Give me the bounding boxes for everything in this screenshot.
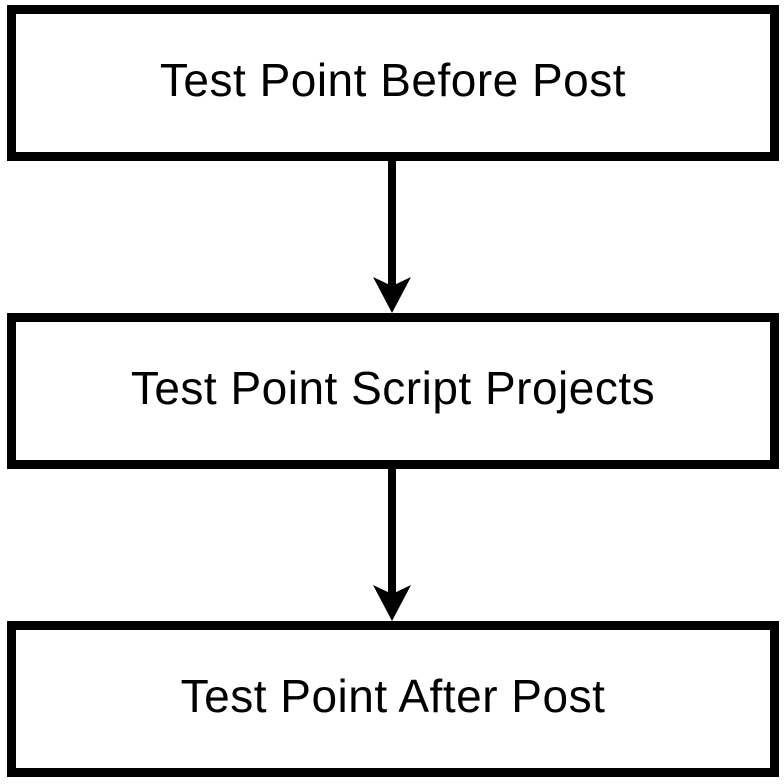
flow-node-before-post-label: Test Point Before Post [159,54,627,106]
flow-node-script-projects: Test Point Script Projects [7,313,779,469]
arrow-script-to-after-icon [373,469,411,621]
flow-node-after-post-label: Test Point After Post [180,670,606,722]
flow-node-after-post: Test Point After Post [7,621,779,777]
flow-node-before-post: Test Point Before Post [7,5,779,161]
flow-node-script-projects-label: Test Point Script Projects [130,362,656,414]
arrow-before-to-script-icon [373,161,411,313]
